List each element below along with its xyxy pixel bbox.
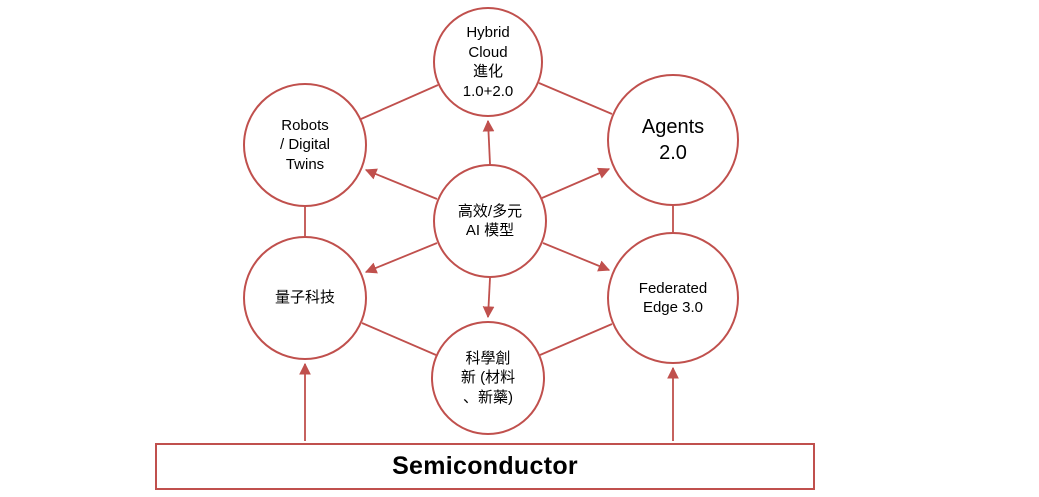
node-robots-digital-twins-label: Robots / Digital Twins [279, 116, 331, 173]
edge-hybrid-robots [360, 84, 439, 120]
node-federated-edge-label: Federated Edge 3.0 [638, 279, 708, 317]
node-science-innovation-label: 科學創 新 (材料 、新藥) [460, 349, 516, 406]
edge-quantum-science [361, 322, 437, 356]
arrow-center-agents [541, 167, 611, 199]
semiconductor-label: Semiconductor [392, 452, 578, 480]
arrow-center-hybrid [482, 119, 495, 165]
semiconductor-base-box: Semiconductor [155, 443, 815, 490]
node-agents-label: Agents 2.0 [641, 116, 705, 164]
node-hybrid-cloud: Hybrid Cloud 進化 1.0+2.0 [433, 7, 543, 117]
node-hybrid-cloud-label: Hybrid Cloud 進化 1.0+2.0 [462, 24, 514, 100]
arrow-center-quantum [364, 242, 438, 274]
edge-science-federated [539, 323, 613, 356]
node-robots-digital-twins: Robots / Digital Twins [243, 83, 367, 207]
node-federated-edge: Federated Edge 3.0 [607, 232, 739, 364]
node-quantum-tech: 量子科技 [243, 236, 367, 360]
node-ai-models-center-label: 高效/多元 AI 模型 [457, 202, 523, 240]
arrow-center-robots [364, 168, 438, 200]
node-quantum-tech-label: 量子科技 [274, 289, 335, 307]
node-agents: Agents 2.0 [607, 74, 739, 206]
arrow-center-federated [542, 242, 611, 272]
node-science-innovation: 科學創 新 (材料 、新藥) [431, 321, 545, 435]
edge-hybrid-agents [538, 82, 613, 115]
node-ai-models-center: 高效/多元 AI 模型 [433, 164, 547, 278]
arrow-center-science [482, 277, 495, 319]
